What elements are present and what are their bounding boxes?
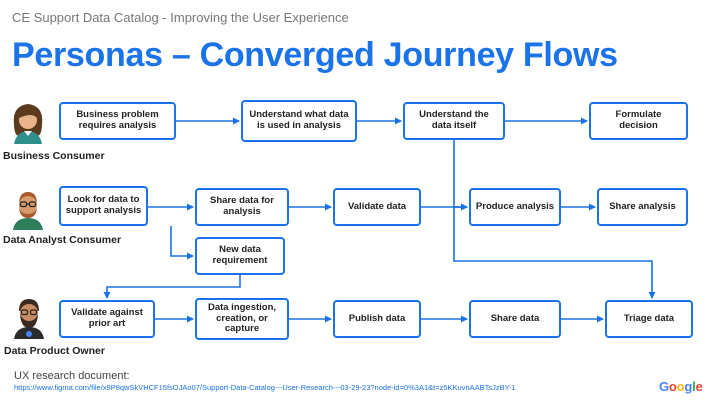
data-product-owner-avatar-icon bbox=[14, 299, 44, 339]
persona-data-analyst: Data Analyst Consumer bbox=[3, 234, 122, 246]
step-look-for-data: Look for data to support analysis bbox=[59, 186, 148, 226]
logo-letter: G bbox=[659, 379, 669, 394]
footer-label: UX research document: bbox=[14, 370, 130, 382]
arrow-requirement-to-prior bbox=[103, 275, 241, 299]
data-analyst-avatar-icon bbox=[13, 192, 43, 230]
step-data-ingestion: Data ingestion, creation, or capture bbox=[195, 298, 289, 340]
step-validate-data: Validate data bbox=[333, 188, 421, 226]
logo-letter: g bbox=[684, 379, 693, 394]
step-formulate-decision: Formulate decision bbox=[589, 102, 688, 140]
step-understand-data-itself: Understand the data itself bbox=[403, 102, 505, 140]
business-consumer-avatar-icon bbox=[13, 104, 43, 144]
step-business-problem: Business problem requires analysis bbox=[59, 102, 176, 140]
step-publish-data: Publish data bbox=[333, 300, 421, 338]
persona-data-product-owner: Data Product Owner bbox=[4, 345, 105, 357]
step-new-data-requirement: New data requirement bbox=[195, 237, 285, 275]
slide-subtitle: CE Support Data Catalog - Improving the … bbox=[12, 10, 349, 25]
step-produce-analysis: Produce analysis bbox=[469, 188, 561, 226]
step-triage-data: Triage data bbox=[605, 300, 693, 338]
step-share-data: Share data bbox=[469, 300, 561, 338]
arrow-understand-to-triage bbox=[453, 207, 656, 299]
step-share-analysis: Share analysis bbox=[597, 188, 688, 226]
slide-title: Personas – Converged Journey Flows bbox=[12, 36, 618, 74]
google-logo: Google bbox=[659, 379, 703, 394]
step-validate-prior-art: Validate against prior art bbox=[59, 300, 155, 338]
logo-letter: l bbox=[692, 379, 696, 394]
logo-letter: o bbox=[676, 379, 685, 394]
research-document-link[interactable]: https://www.figma.com/file/x9P8qwSkVHCF1… bbox=[14, 383, 516, 392]
arrow-look-to-requirement bbox=[170, 226, 194, 260]
logo-letter: e bbox=[695, 379, 703, 394]
persona-business-consumer: Business Consumer bbox=[3, 150, 105, 162]
step-share-data-for-analysis: Share data for analysis bbox=[195, 188, 289, 226]
logo-letter: o bbox=[668, 379, 677, 394]
step-understand-data-used: Understand what data is used in analysis bbox=[241, 100, 357, 142]
